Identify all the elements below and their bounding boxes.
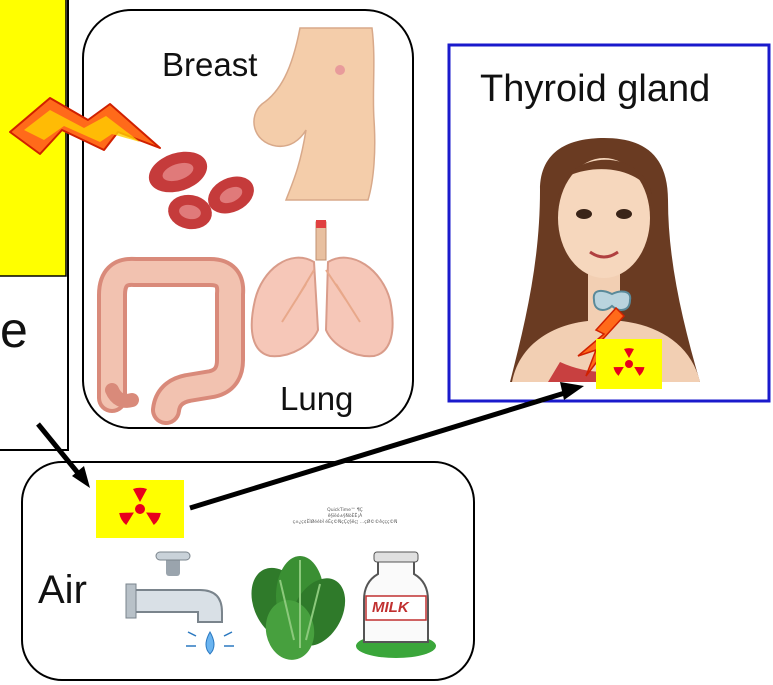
milk-bottle-label: MILK (372, 599, 409, 616)
embedded-media-caption: QuickTime™ ¶Ç ê§ïëó±§ÑòÈÊ¡Á ç±¿ç¢ÈÌØééÞÌ… (280, 508, 410, 526)
radiation-icon (96, 480, 184, 538)
thyroid-icon (594, 291, 630, 310)
caption-line: ç±¿ç¢ÈÌØééÞÌ éÈç©ÑçÇç§êç¦ …çØ©©êççç©Ñ (280, 520, 410, 526)
lung-label: Lung (280, 380, 353, 418)
breast-label: Breast (162, 46, 257, 84)
air-label: Air (38, 568, 87, 613)
thyroid-gland-title: Thyroid gland (480, 68, 710, 111)
radiation-icon (596, 339, 662, 389)
left-panel-partial-text: e (0, 290, 34, 370)
